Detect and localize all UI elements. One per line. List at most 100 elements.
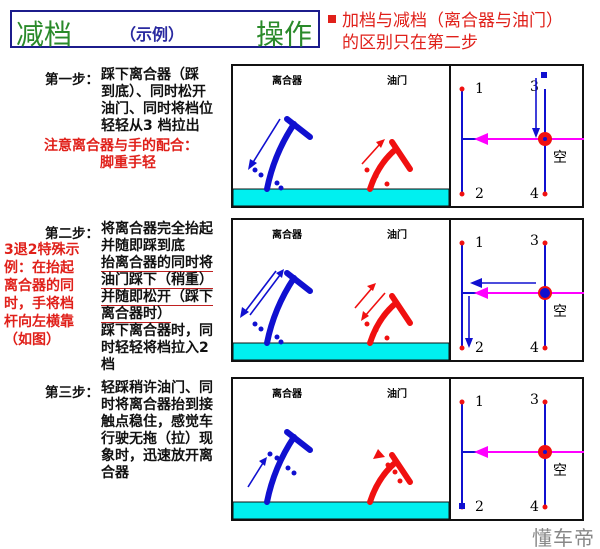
gear-into-2-arrow-icon [465,296,473,348]
gear-number-label: 2 [475,499,484,515]
gear-number-label: 3 [530,392,539,408]
gear-panel-frame [449,218,584,362]
throttle-label: 油门 [387,74,407,87]
step2-label: 第二步： [45,226,99,242]
step2-side-note: 3退2特殊示 例：在抬起 离合器的同 时，手将档 杆向左横靠 （如图） [4,241,79,349]
gear-dot [459,399,465,405]
clutch-down-arrow-icon [248,118,281,170]
step2-line: 将离合器完全抬起 [101,221,213,237]
step1-line: 轻轻从3 档拉出 [101,118,200,134]
step3-line: 合器 [101,465,129,481]
side-note-line: 时，手将档 [4,296,74,312]
shift-left-arrow-icon [474,133,488,145]
gear-number-label: 1 [475,394,484,410]
side-note-line: 3退2特殊示 [4,242,80,258]
side-note-line: 离合器的同 [4,278,74,294]
gear-position-marker [459,503,465,509]
floor-bar [232,342,450,361]
gear-dot [542,191,548,197]
clutch-label: 离合器 [272,74,303,87]
clutch-pedal-icon [264,429,313,505]
step1-diagram: 离合器 油门 1 2 3 4 空 [231,64,584,208]
floor-bar [232,188,450,207]
step1-label: 第一步： [45,72,99,88]
throttle-pedal-icon [367,452,413,505]
top-note-line: 加档与减档（离合器与油门） [342,11,563,31]
throttle-up-down-arrows-icon [354,283,386,321]
gear-dot [542,345,548,351]
gear-number-label: 4 [530,499,539,515]
step2-line: 档 [101,357,115,373]
throttle-up-arrow-icon [361,139,385,165]
step2-diagram: 离合器 油门 1 2 3 4 空 [231,218,584,362]
gear-number-label: 1 [475,81,484,97]
gear-dot [459,191,465,197]
step1-line: 油门、同时将档位 [101,101,213,117]
clutch-pedal-icon [252,270,313,346]
title-subtitle: （示例） [120,25,185,44]
gear-shift-gate: 1 2 3 4 空 [459,79,584,202]
gear-number-label: 1 [475,235,484,251]
side-note-line: （如图） [4,332,60,348]
neutral-label: 空 [553,304,567,320]
step2-line-underlined: 离合器时） [101,306,171,323]
step1-line: 到底）、同时松开 [101,84,206,100]
top-note: 加档与减档（离合器与油门） 的区别只在第二步 [328,10,598,54]
neutral-label: 空 [553,463,567,479]
gear-dot [542,240,548,246]
step1-line: 踩下离合器（踩 [101,67,199,83]
gear-dot [459,86,465,92]
shift-left-arrow-icon [474,446,488,458]
step2-line: 并随即踩到底 [101,238,185,254]
clutch-label: 离合器 [272,228,303,241]
throttle-pedal-icon [364,139,413,192]
clutch-label: 离合器 [272,387,303,400]
clutch-up-arrow-icon [247,457,267,488]
step3-line: 触点稳住，感觉车 [101,414,213,430]
step2-text: 将离合器完全抬起 并随即踩到底 抬离合器的同时将 油门踩下（稍重） 并随即松开（… [101,221,231,374]
title-operation: 操作 [255,18,312,51]
title-box: 减档 （示例） 操作 [10,10,320,51]
gear-dot [542,399,548,405]
throttle-label: 油门 [387,228,407,241]
title-main: 减档 [16,18,73,51]
shift-left-arrow-icon [474,287,488,299]
gear-number-label: 4 [530,186,539,202]
gear-left-arrow-icon [470,278,536,288]
step3-label: 第三步： [45,385,99,401]
neutral-label: 空 [553,150,567,166]
gear-dot [542,504,548,510]
gear-position-marker [541,72,547,78]
step1-text: 踩下离合器（踩 到底）、同时松开 油门、同时将档位 轻轻从3 档拉出 [101,67,231,135]
floor-bar [232,501,450,520]
gear-shift-gate: 1 2 3 4 空 [459,233,584,356]
step3-line: 象时，迅速放开离 [101,448,213,464]
top-note-line: 的区别只在第二步 [342,33,478,53]
gear-down-arrow-icon [532,78,540,138]
step3-line: 行驶无拖（拉）现 [101,431,213,447]
step2-line: 踩下离合器时，同 [101,323,213,339]
side-note-line: 例：在抬起 [4,260,74,276]
gear-number-label: 4 [530,340,539,356]
gear-number-label: 3 [530,233,539,249]
gear-shift-gate: 1 2 3 4 空 [459,392,584,515]
throttle-pedal-icon [364,293,413,346]
gear-panel-frame [449,64,584,208]
step2-line-underlined: 油门踩下（稍重） [101,272,213,289]
step2-line-underlined: 抬离合器的同时将 [101,255,213,272]
gear-dot [459,240,465,246]
clutch-pedal-icon [252,116,313,192]
step1-note-line: 脚重手轻 [100,155,156,171]
step3-text: 轻踩稍许油门、同 时将离合器抬到接 触点稳住，感觉车 行驶无拖（拉）现 象时，迅… [101,380,231,482]
gear-number-label: 3 [530,79,539,95]
step3-line: 轻踩稍许油门、同 [101,380,213,396]
watermark: 懂车帝 [532,526,595,549]
gear-panel-frame [449,377,584,521]
gear-number-label: 2 [475,186,484,202]
gear-dot [459,345,465,351]
gear-number-label: 2 [475,340,484,356]
clutch-up-down-arrows-icon [240,269,284,318]
bullet-square-icon [328,15,336,23]
